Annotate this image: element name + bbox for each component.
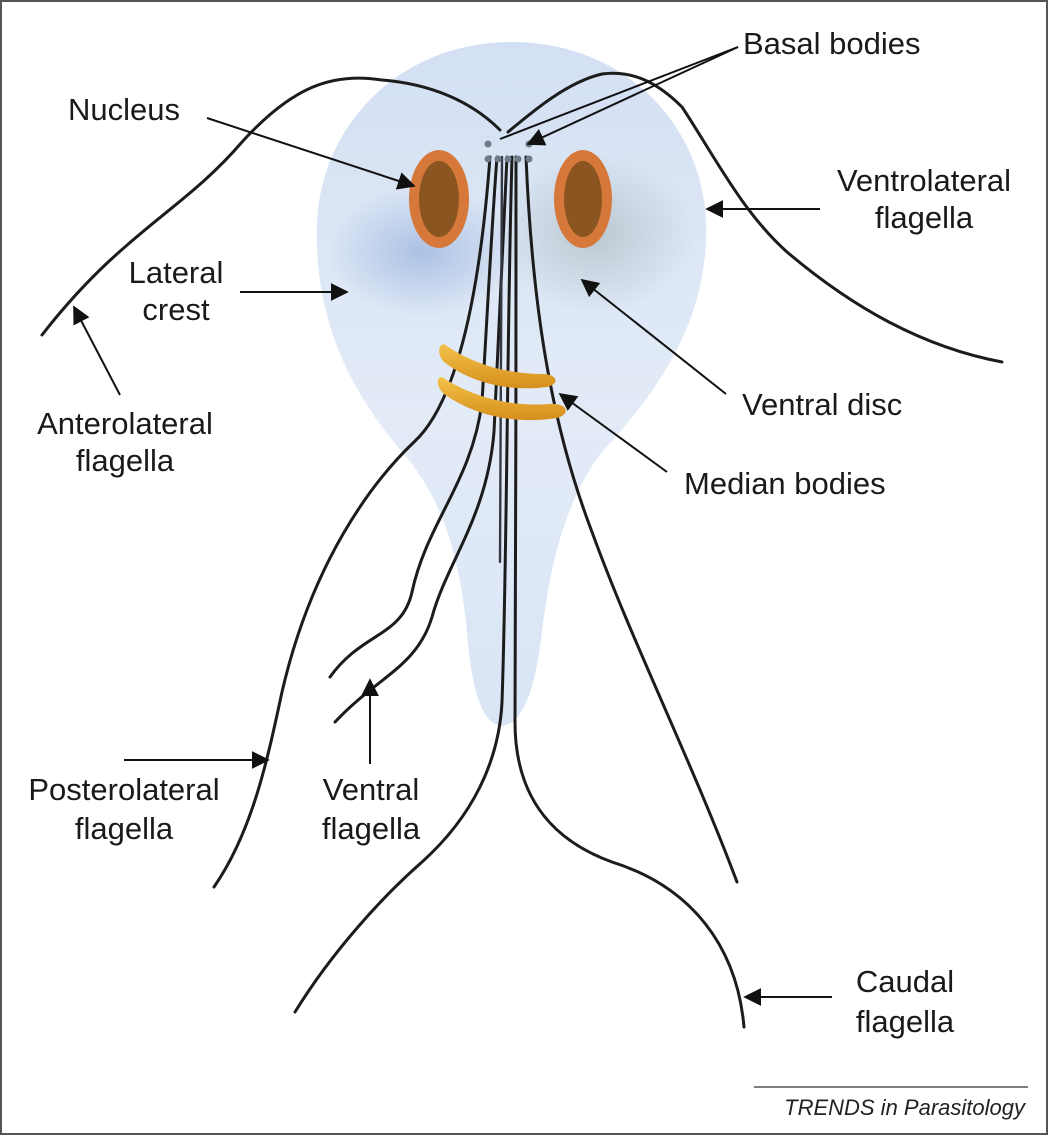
label-posterolateral-line2: flagella bbox=[75, 811, 174, 846]
label-ventrolateral-line2: flagella bbox=[875, 200, 974, 235]
credit: TRENDS in Parasitology bbox=[754, 1087, 1028, 1120]
arrow-anterolateral bbox=[74, 307, 120, 395]
label-ventrolateral-line1: Ventrolateral bbox=[837, 163, 1011, 198]
label-ventral-disc: Ventral disc bbox=[742, 387, 902, 422]
label-lateral-crest-line2: crest bbox=[142, 292, 210, 327]
label-basal-bodies: Basal bodies bbox=[743, 26, 921, 61]
label-ventral-flagella-line1: Ventral bbox=[323, 772, 420, 807]
nucleus-left bbox=[409, 150, 469, 248]
nucleus-right bbox=[554, 150, 612, 248]
label-caudal-line1: Caudal bbox=[856, 964, 954, 999]
label-median-bodies: Median bodies bbox=[684, 466, 886, 501]
label-nucleus: Nucleus bbox=[68, 92, 180, 127]
label-anterolateral-line2: flagella bbox=[76, 443, 175, 478]
label-posterolateral-line1: Posterolateral bbox=[28, 772, 219, 807]
label-lateral-crest-line1: Lateral bbox=[129, 255, 224, 290]
credit-text: TRENDS in Parasitology bbox=[784, 1095, 1027, 1120]
label-caudal-line2: flagella bbox=[856, 1004, 955, 1039]
label-ventral-flagella-line2: flagella bbox=[322, 811, 421, 846]
label-anterolateral-line1: Anterolateral bbox=[37, 406, 213, 441]
